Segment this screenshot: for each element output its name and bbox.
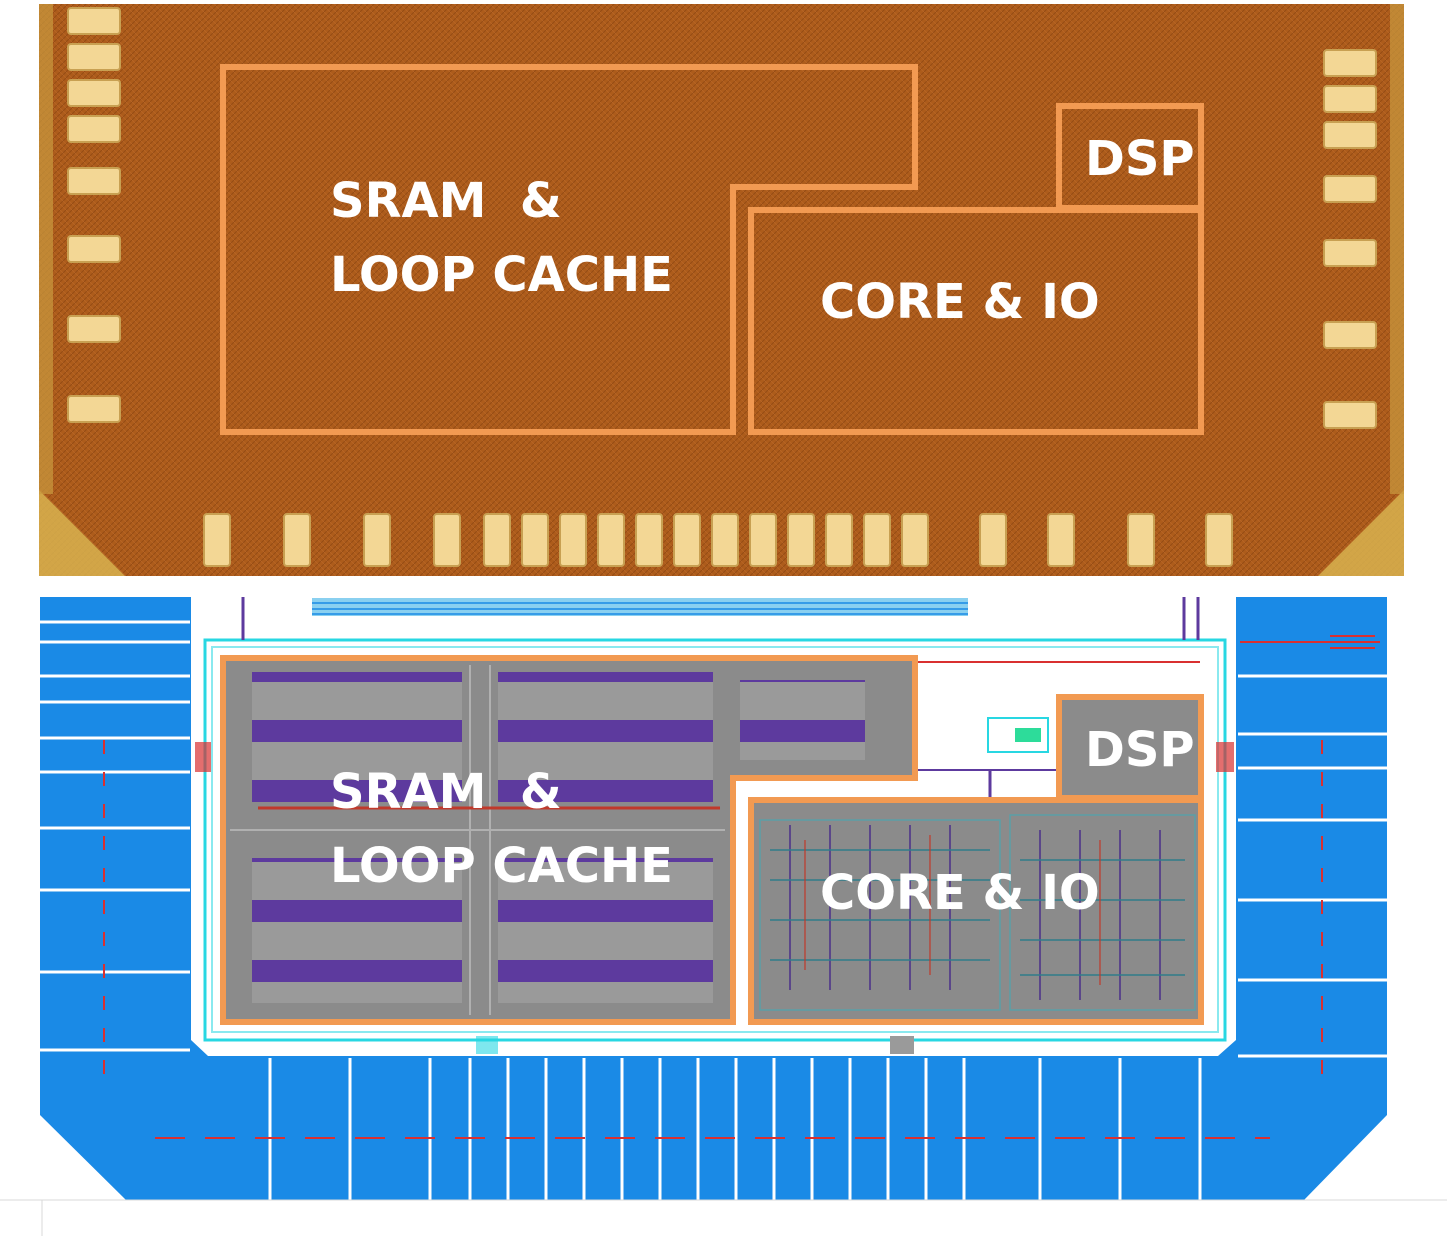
die-photo: SRAM & LOOP CACHE CORE & IO DSP	[39, 4, 1404, 576]
die-region-outlines	[220, 64, 1204, 435]
layout-routing	[195, 597, 1234, 1054]
layout-sram-label-line2: LOOP CACHE	[330, 838, 673, 894]
layout-view: SRAM & LOOP CACHE CORE & IO DSP	[40, 597, 1387, 1200]
left-pad-separators	[40, 620, 190, 1052]
die-right-edge-strip	[1390, 4, 1404, 494]
left-bond-pads	[67, 7, 121, 423]
layout-region-outlines	[220, 655, 1204, 1025]
die-corner-bottom-right	[1318, 490, 1404, 576]
layout-sram-label-line1: SRAM &	[330, 764, 562, 820]
layout-core-fill	[751, 800, 1201, 1022]
die-dsp-outline	[1056, 103, 1204, 211]
die-corner-bottom-left	[39, 490, 125, 576]
bottom-bond-pads	[203, 513, 1233, 567]
layout-dsp-outline	[1056, 694, 1204, 801]
die-left-edge-strip	[39, 4, 53, 494]
right-pad-separators	[1238, 674, 1387, 1058]
layout-dsp-fill	[1059, 697, 1201, 797]
core-std-cells	[759, 814, 1196, 1011]
die-sram-label-line2: LOOP CACHE	[330, 247, 673, 303]
top-routing-strip	[312, 598, 968, 616]
die-dsp-label: DSP	[1085, 131, 1195, 187]
bottom-pad-separators	[268, 1058, 1202, 1200]
layout-core-label: CORE & IO	[820, 865, 1100, 921]
die-sram-label-line1: SRAM &	[330, 173, 562, 229]
die-photo-sheen	[39, 4, 1404, 576]
layout-dsp-label: DSP	[1085, 722, 1195, 778]
die-sram-outline	[220, 64, 918, 435]
layout-sram-outline	[220, 655, 918, 1025]
die-core-outline	[748, 207, 1204, 435]
sram-macros	[230, 665, 865, 1015]
die-core-label: CORE & IO	[820, 274, 1100, 330]
die-photo-background	[39, 4, 1404, 576]
right-bond-pads	[1323, 49, 1377, 429]
red-pad-markers	[103, 635, 1380, 1139]
layout-core-outline	[748, 797, 1204, 1025]
